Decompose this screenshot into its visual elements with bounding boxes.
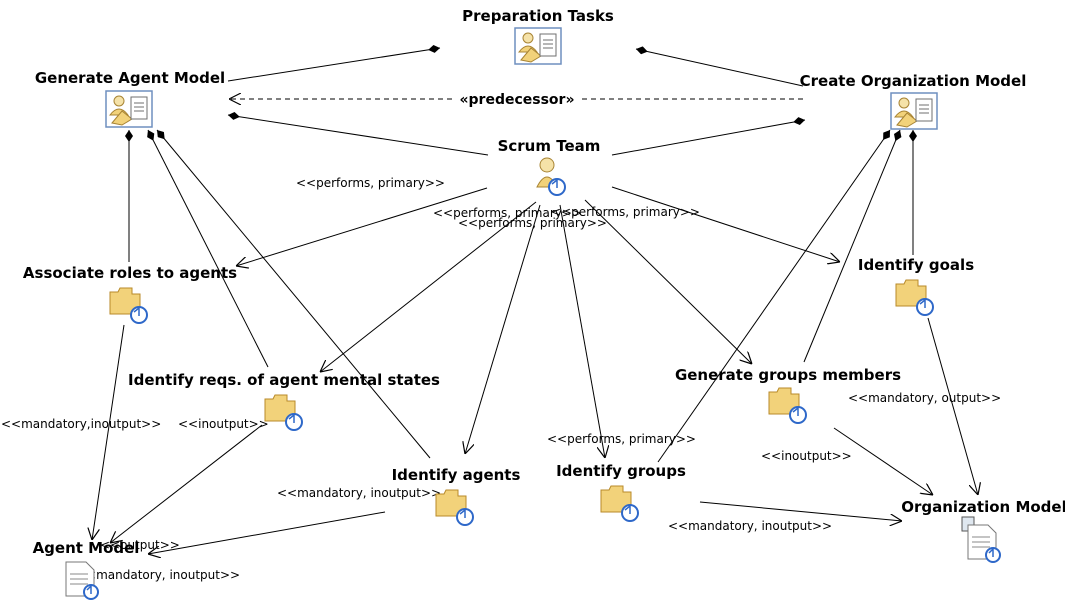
scrum-team-label: Scrum Team: [498, 137, 601, 155]
edge-agents-to-agent-model: [148, 511, 386, 554]
agent-model-label: Agent Model: [33, 539, 140, 557]
node-generate-agent-model[interactable]: Generate Agent Model: [35, 69, 225, 128]
mandatory-inoutput-agent-model-label: <<mandatory, inoutput>>: [76, 568, 240, 582]
identify-reqs-label: Identify reqs. of agent mental states: [128, 371, 440, 389]
edge-reqs-to-gen-agent: [147, 129, 269, 368]
node-identify-goals[interactable]: Identify goals: [858, 256, 974, 316]
phase-icon: [890, 92, 938, 130]
task-icon: [264, 394, 303, 431]
inoutput-reqs-label: <<inoutput>>: [178, 417, 269, 431]
preparation-tasks-label: Preparation Tasks: [462, 7, 614, 25]
generate-agent-model-label: Generate Agent Model: [35, 69, 225, 87]
task-icon: [895, 279, 934, 316]
predecessor-label: «predecessor»: [459, 92, 574, 108]
task-icon: [768, 387, 807, 424]
mandatory-inoutput-agents-label: <<mandatory, inoutput>>: [277, 486, 441, 500]
performs-label-4: <<performs, primary>>: [458, 216, 607, 230]
edge-perf-gen-groups: [584, 199, 752, 364]
edges: [92, 44, 978, 554]
node-identify-agents[interactable]: Identify agents: [392, 466, 521, 526]
associate-roles-label: Associate roles to agents: [23, 264, 237, 282]
edge-reqs-to-agent-model: [110, 424, 263, 543]
edge-groups-to-org-model: [699, 501, 902, 521]
mandatory-inoutput-groups-label: <<mandatory, inoutput>>: [668, 519, 832, 533]
node-organization-model[interactable]: Organization Model: [901, 498, 1065, 563]
edge-perf-groups: [559, 204, 605, 458]
performs-label-3: <<performs, primary>>: [551, 205, 700, 219]
node-generate-groups-members[interactable]: Generate groups members: [675, 366, 901, 424]
edge-perf-goals: [611, 186, 840, 262]
identify-goals-label: Identify goals: [858, 256, 974, 274]
organization-model-label: Organization Model: [901, 498, 1065, 516]
edge-agents-to-gen-agent: [156, 129, 431, 459]
edge-groups-to-create-org: [657, 129, 891, 463]
mandatory-inoutput-reqs-label: <<mandatory,inoutput>>: [1, 417, 161, 431]
edge-assoc-to-agent-model: [92, 324, 125, 540]
node-identify-reqs[interactable]: Identify reqs. of agent mental states: [128, 371, 440, 431]
edge-perf-agents: [465, 204, 541, 454]
phase-icon: [514, 27, 562, 65]
node-scrum-team[interactable]: Scrum Team: [498, 137, 601, 196]
edge-scrum-to-gen-agent: [227, 111, 489, 156]
node-identify-groups[interactable]: Identify groups: [556, 462, 686, 522]
edge-gen-groups-to-org-model: [833, 427, 933, 495]
output-agent-model-label: <<output>>: [100, 538, 180, 552]
role-icon: [536, 157, 566, 196]
edge-gen-groups-to-create-org: [803, 129, 902, 363]
performs-label-5: <<performs, primary>>: [547, 432, 696, 446]
task-icon: [109, 287, 148, 324]
edge-perf-assoc: [236, 187, 488, 266]
identify-agents-label: Identify agents: [392, 466, 521, 484]
performs-label-1: <<performs, primary>>: [296, 176, 445, 190]
create-organization-model-label: Create Organization Model: [800, 72, 1027, 90]
task-icon: [600, 485, 639, 522]
edge-gen-agent-to-prep: [227, 44, 441, 82]
edge-scrum-to-create-org: [611, 117, 806, 156]
performs-label-2: <<performs, primary>>: [433, 206, 582, 220]
node-agent-model[interactable]: Agent Model: [33, 539, 140, 600]
node-preparation-tasks[interactable]: Preparation Tasks: [462, 7, 614, 65]
identify-groups-label: Identify groups: [556, 462, 686, 480]
node-create-organization-model[interactable]: Create Organization Model: [800, 72, 1027, 130]
phase-icon: [105, 90, 153, 128]
document-icon: [967, 524, 1001, 563]
edge-labels: «predecessor» <<performs, primary>> <<pe…: [1, 90, 1001, 582]
edge-create-org-to-prep: [635, 46, 804, 87]
edge-perf-reqs: [320, 201, 537, 372]
node-associate-roles[interactable]: Associate roles to agents: [23, 264, 237, 324]
mandatory-output-goals-label: <<mandatory, output>>: [848, 391, 1001, 405]
generate-groups-members-label: Generate groups members: [675, 366, 901, 384]
inoutput-gen-groups-label: <<inoutput>>: [761, 449, 852, 463]
task-icon: [435, 489, 474, 526]
edge-goals-to-org-model: [927, 317, 978, 495]
